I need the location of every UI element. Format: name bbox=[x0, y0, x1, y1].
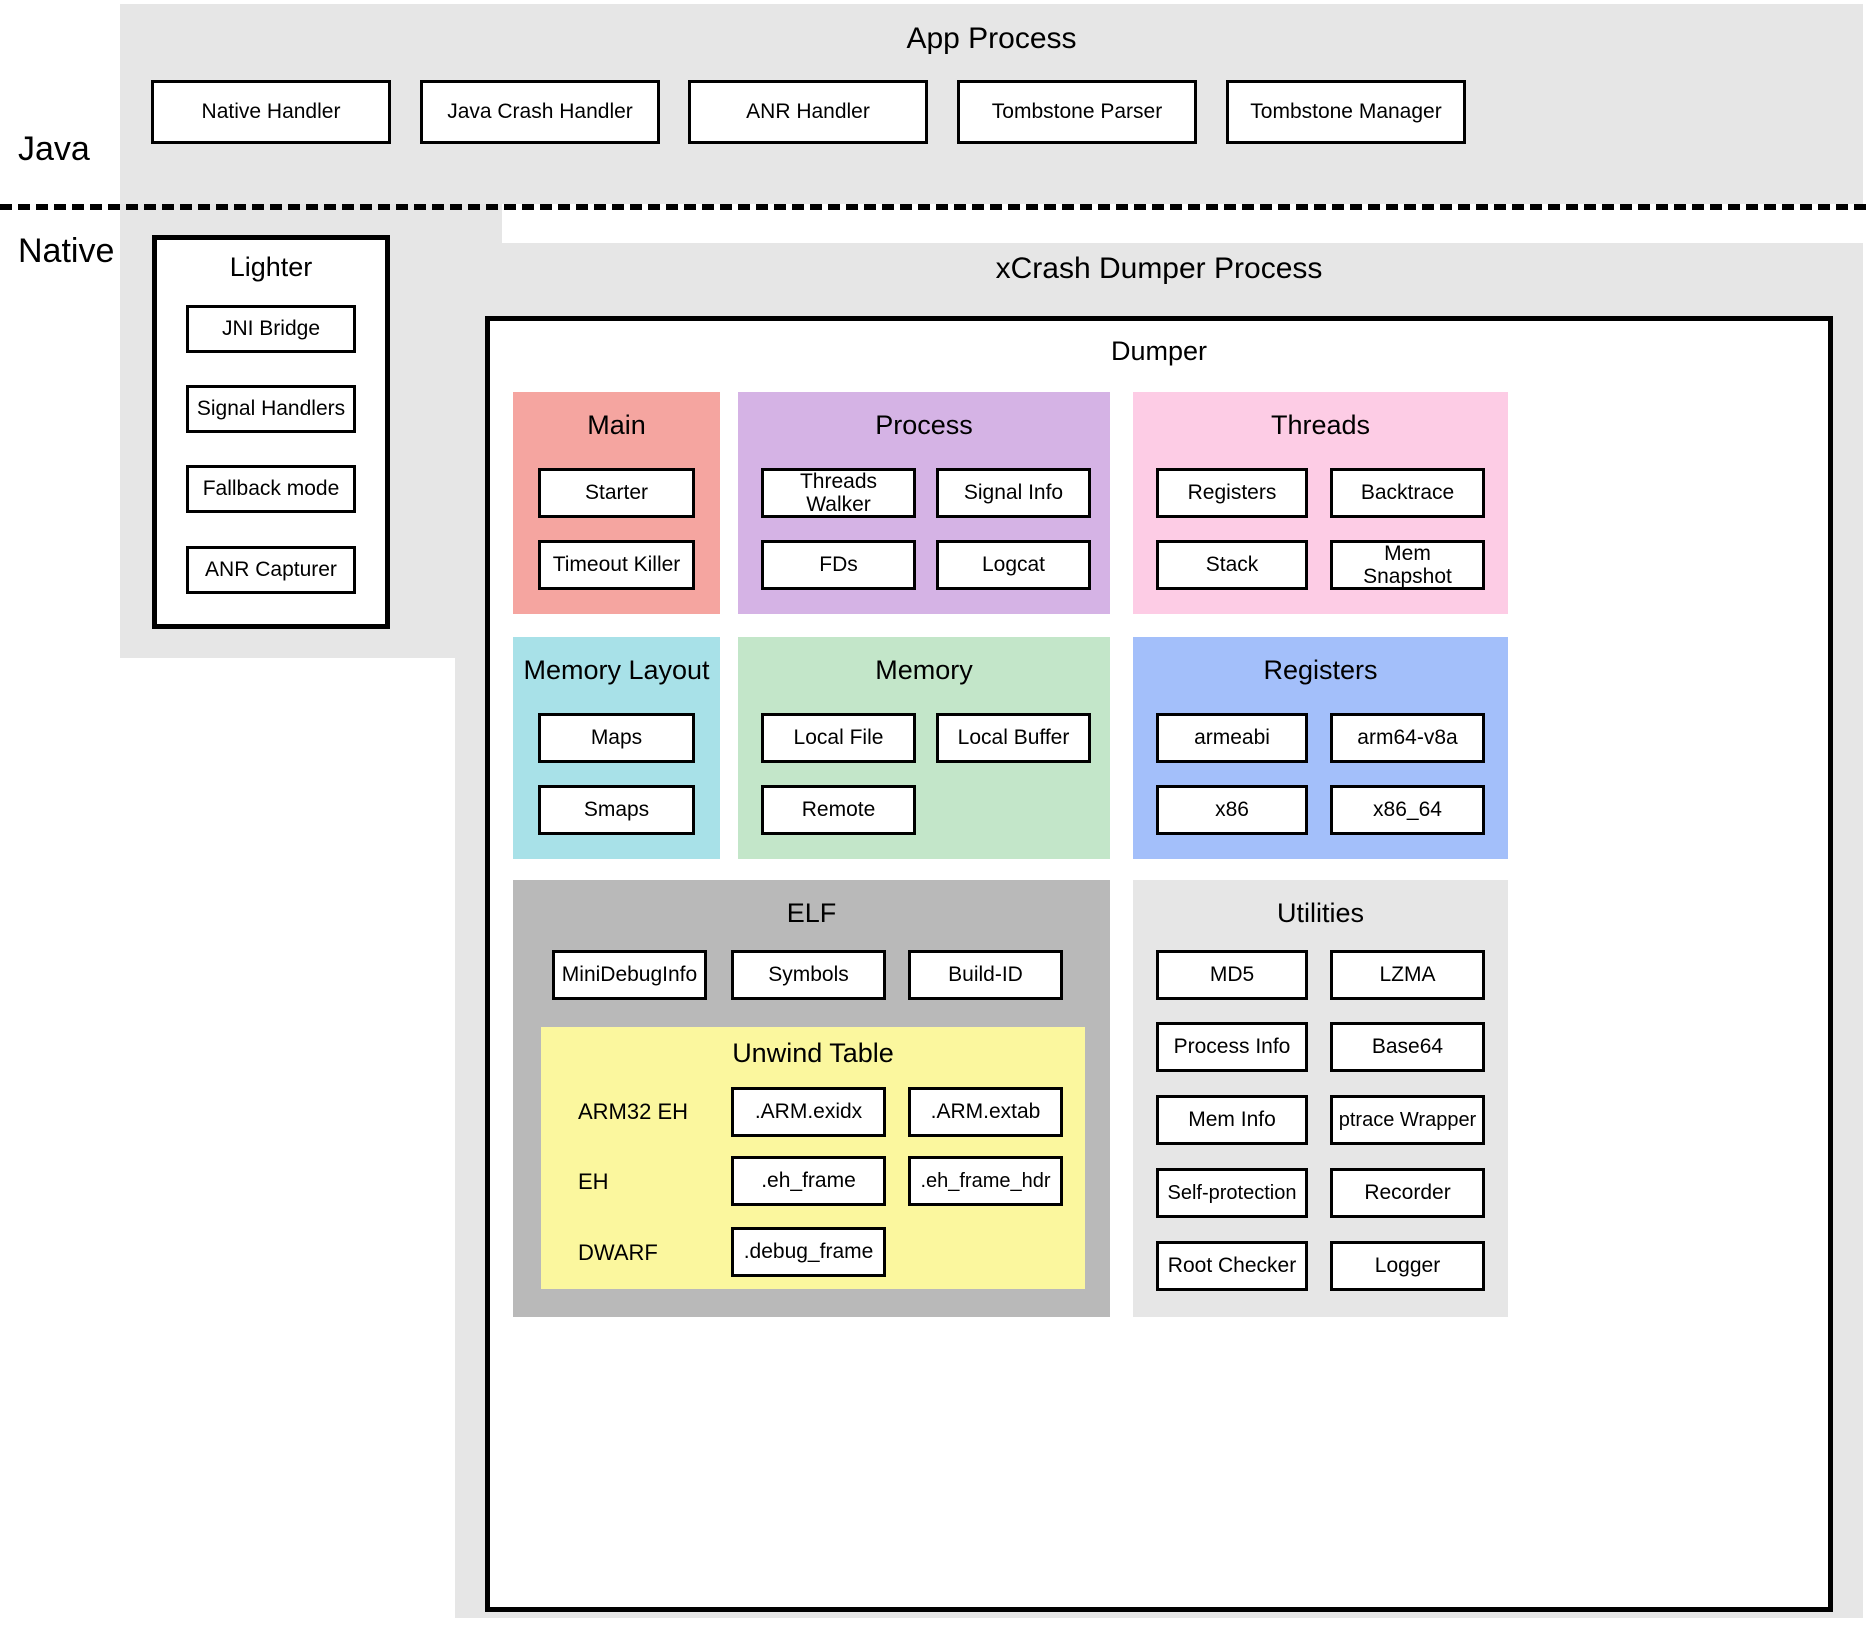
utilities-item-md5[interactable]: MD5 bbox=[1156, 950, 1308, 1000]
unwind-table-title: Unwind Table bbox=[732, 1038, 894, 1068]
app-module-java-crash-handler[interactable]: Java Crash Handler bbox=[420, 80, 660, 144]
threads-item-mem-snapshot[interactable]: Mem Snapshot bbox=[1330, 540, 1485, 590]
utilities-item-process-info[interactable]: Process Info bbox=[1156, 1022, 1308, 1072]
elf-item-build-id[interactable]: Build-ID bbox=[908, 950, 1063, 1000]
threads-item-registers[interactable]: Registers bbox=[1156, 468, 1308, 518]
app-process-title: App Process bbox=[906, 22, 1077, 55]
lighter-module-fallback-mode[interactable]: Fallback mode bbox=[186, 465, 356, 513]
group-threads-title: Threads bbox=[1270, 410, 1371, 440]
java-native-divider bbox=[0, 204, 1866, 210]
lighter-title: Lighter bbox=[229, 252, 313, 282]
registers-item-x86[interactable]: x86 bbox=[1156, 785, 1308, 835]
memory-item-local-buffer[interactable]: Local Buffer bbox=[936, 713, 1091, 763]
utilities-item-logger[interactable]: Logger bbox=[1330, 1241, 1485, 1291]
utilities-item-root-checker[interactable]: Root Checker bbox=[1156, 1241, 1308, 1291]
unwind-item-debug-frame[interactable]: .debug_frame bbox=[731, 1227, 886, 1277]
elf-item-minidebuginfo[interactable]: MiniDebugInfo bbox=[552, 950, 707, 1000]
unwind-item-eh-frame-hdr[interactable]: .eh_frame_hdr bbox=[908, 1156, 1063, 1206]
utilities-item-mem-info[interactable]: Mem Info bbox=[1156, 1095, 1308, 1145]
utilities-item-lzma[interactable]: LZMA bbox=[1330, 950, 1485, 1000]
elf-item-symbols[interactable]: Symbols bbox=[731, 950, 886, 1000]
utilities-item-ptrace-wrapper[interactable]: ptrace Wrapper bbox=[1330, 1095, 1485, 1145]
app-module-anr-handler[interactable]: ANR Handler bbox=[688, 80, 928, 144]
group-utilities-title: Utilities bbox=[1276, 898, 1364, 928]
group-memory-title: Memory bbox=[875, 655, 973, 685]
registers-item-arm64-v8a[interactable]: arm64-v8a bbox=[1330, 713, 1485, 763]
layer-label-native: Native bbox=[18, 232, 115, 270]
memory-layout-item-smaps[interactable]: Smaps bbox=[538, 785, 695, 835]
main-item-starter[interactable]: Starter bbox=[538, 468, 695, 518]
app-module-native-handler[interactable]: Native Handler bbox=[151, 80, 391, 144]
unwind-item-arm-extab[interactable]: .ARM.extab bbox=[908, 1087, 1063, 1137]
dumper-title: Dumper bbox=[1110, 336, 1208, 366]
group-memory-layout-title: Memory Layout bbox=[523, 655, 710, 685]
utilities-item-self-protection[interactable]: Self-protection bbox=[1156, 1168, 1308, 1218]
memory-item-remote[interactable]: Remote bbox=[761, 785, 916, 835]
process-item-threads-walker[interactable]: Threads Walker bbox=[761, 468, 916, 518]
layer-label-java: Java bbox=[18, 130, 90, 168]
lighter-module-signal-handlers[interactable]: Signal Handlers bbox=[186, 385, 356, 433]
unwind-row-label-dwarf: DWARF bbox=[578, 1240, 658, 1265]
main-item-timeout-killer[interactable]: Timeout Killer bbox=[538, 540, 695, 590]
unwind-row-label-arm32-eh: ARM32 EH bbox=[578, 1099, 689, 1124]
process-item-fds[interactable]: FDs bbox=[761, 540, 916, 590]
lighter-module-jni-bridge[interactable]: JNI Bridge bbox=[186, 305, 356, 353]
group-registers-title: Registers bbox=[1263, 655, 1378, 685]
memory-item-local-file[interactable]: Local File bbox=[761, 713, 916, 763]
xcrash-process-title: xCrash Dumper Process bbox=[995, 252, 1323, 285]
unwind-item-eh-frame[interactable]: .eh_frame bbox=[731, 1156, 886, 1206]
threads-item-stack[interactable]: Stack bbox=[1156, 540, 1308, 590]
threads-item-backtrace[interactable]: Backtrace bbox=[1330, 468, 1485, 518]
group-main-title: Main bbox=[587, 410, 646, 440]
process-item-signal-info[interactable]: Signal Info bbox=[936, 468, 1091, 518]
unwind-row-label-eh: EH bbox=[578, 1169, 609, 1194]
process-item-logcat[interactable]: Logcat bbox=[936, 540, 1091, 590]
utilities-item-base64[interactable]: Base64 bbox=[1330, 1022, 1485, 1072]
registers-item-x86-64[interactable]: x86_64 bbox=[1330, 785, 1485, 835]
memory-layout-item-maps[interactable]: Maps bbox=[538, 713, 695, 763]
utilities-item-recorder[interactable]: Recorder bbox=[1330, 1168, 1485, 1218]
group-elf-title: ELF bbox=[786, 898, 837, 928]
registers-item-armeabi[interactable]: armeabi bbox=[1156, 713, 1308, 763]
app-module-tombstone-parser[interactable]: Tombstone Parser bbox=[957, 80, 1197, 144]
lighter-module-anr-capturer[interactable]: ANR Capturer bbox=[186, 546, 356, 594]
group-process-title: Process bbox=[875, 410, 973, 440]
unwind-item-arm-exidx[interactable]: .ARM.exidx bbox=[731, 1087, 886, 1137]
app-module-tombstone-manager[interactable]: Tombstone Manager bbox=[1226, 80, 1466, 144]
